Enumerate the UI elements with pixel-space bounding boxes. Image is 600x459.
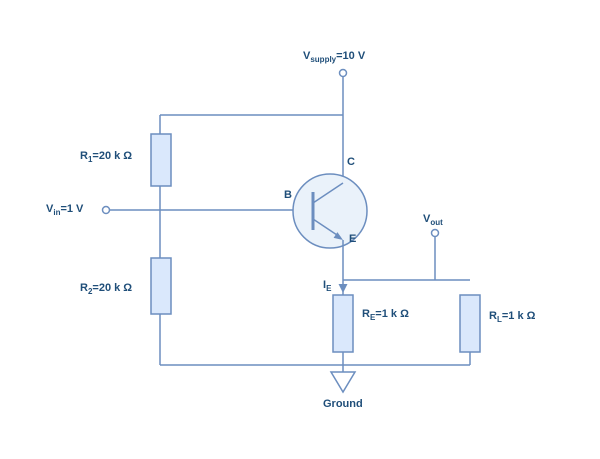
vin-label-value: =1 V bbox=[60, 203, 84, 215]
vsupply-label: Vsupply=10 V bbox=[303, 50, 366, 65]
transistor-emitter-lead bbox=[312, 218, 341, 238]
r1-label-base: R bbox=[80, 150, 88, 162]
vin-label-base: V bbox=[46, 203, 54, 215]
base-label-text: B bbox=[284, 189, 292, 201]
vout-label: Vout bbox=[423, 213, 443, 228]
r1-label-value: =20 k Ω bbox=[92, 150, 133, 162]
re-label-base: R bbox=[362, 308, 370, 320]
ie-label: IE bbox=[323, 279, 332, 294]
r1-label-sub: 1 bbox=[87, 155, 93, 165]
resistor-re bbox=[332, 294, 354, 353]
vout-terminal bbox=[430, 228, 440, 238]
r2-label: R2=20 k Ω bbox=[80, 282, 133, 297]
r1-label: R1=20 k Ω bbox=[80, 150, 133, 165]
ie-label-sub: E bbox=[326, 284, 332, 294]
emitter-arrowhead-icon bbox=[333, 232, 343, 240]
re-label-sub: E bbox=[369, 313, 376, 323]
ie-label-base: I bbox=[323, 279, 327, 291]
vsupply-terminal bbox=[338, 68, 348, 78]
vsupply-label-value: =10 V bbox=[336, 50, 366, 62]
r2-label-value: =20 k Ω bbox=[92, 282, 133, 294]
resistor-rl bbox=[459, 294, 481, 353]
re-label: RE=1 k Ω bbox=[362, 308, 409, 323]
vsupply-label-sub: supply bbox=[310, 55, 337, 65]
rl-label-value: =1 k Ω bbox=[501, 310, 536, 322]
ground-label: Ground bbox=[323, 398, 363, 411]
r2-label-base: R bbox=[80, 282, 88, 294]
resistor-r1 bbox=[150, 133, 172, 187]
rl-label: RL=1 k Ω bbox=[489, 310, 536, 325]
emitter-label-text: E bbox=[349, 233, 357, 245]
vin-label-sub: in bbox=[53, 208, 61, 218]
resistor-r2 bbox=[150, 257, 172, 315]
vout-label-sub: out bbox=[430, 218, 443, 228]
vin-label: Vin=1 V bbox=[46, 203, 84, 218]
ground-label-text: Ground bbox=[323, 398, 363, 410]
vout-label-base: V bbox=[423, 213, 431, 225]
base-label: B bbox=[284, 189, 292, 202]
transistor-collector-lead bbox=[312, 182, 344, 204]
emitter-label: E bbox=[349, 233, 356, 246]
collector-label-text: C bbox=[347, 156, 355, 168]
r2-label-sub: 2 bbox=[87, 287, 93, 297]
rl-label-sub: L bbox=[496, 315, 502, 325]
vsupply-label-base: V bbox=[303, 50, 311, 62]
vin-terminal bbox=[101, 205, 111, 215]
ie-current-arrow-icon bbox=[338, 284, 348, 293]
re-label-value: =1 k Ω bbox=[375, 308, 409, 320]
rl-label-base: R bbox=[489, 310, 497, 322]
ground-symbol-icon bbox=[329, 371, 357, 394]
collector-label: C bbox=[347, 156, 355, 169]
